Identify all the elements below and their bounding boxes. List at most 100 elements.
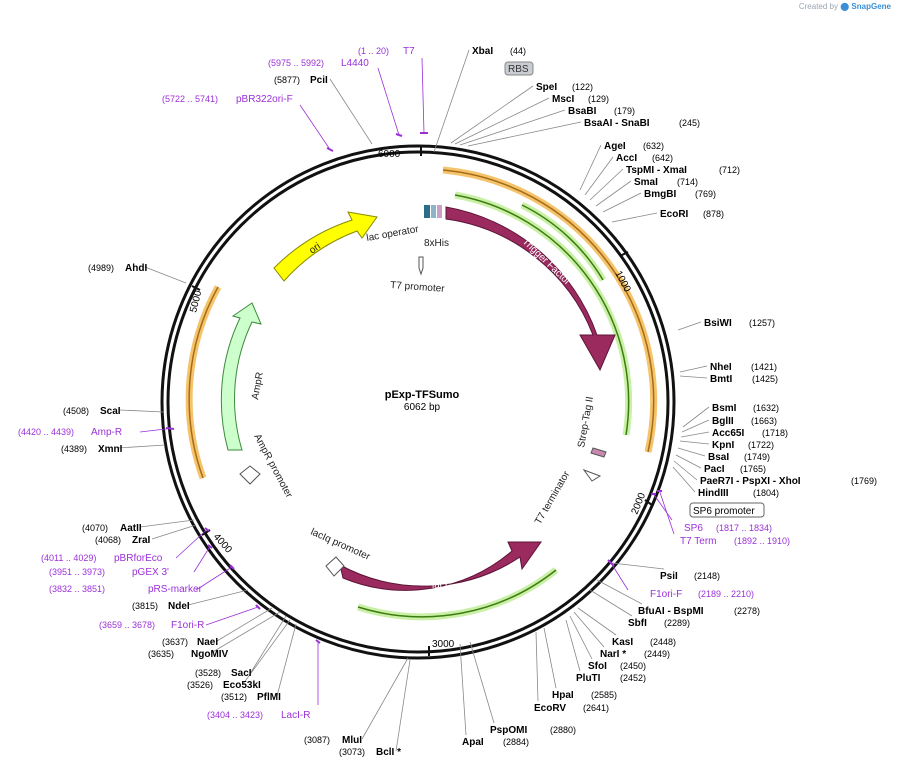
enzyme-label-13[interactable]: BmtI (710, 374, 732, 385)
enzyme-bottom-label-6[interactable]: PluTI (576, 673, 601, 684)
laciq-promoter-glyph[interactable] (325, 556, 345, 577)
enzyme-left-label-0[interactable]: PciI (310, 75, 328, 86)
primer-position-10: (1892 .. 1910) (734, 536, 790, 546)
enzyme-left-label-11[interactable]: PflMI (257, 692, 281, 703)
trigger-factor-arrow[interactable] (445, 206, 616, 372)
enzyme-label-18[interactable]: BsaI (708, 452, 729, 463)
enzyme-label-8[interactable]: SmaI (634, 177, 658, 188)
enzyme-left-label-13[interactable]: BclI * (376, 747, 401, 758)
enzyme-left-label-8[interactable]: NgoMIV (191, 649, 229, 660)
enzyme-label-12[interactable]: NheI (710, 362, 732, 373)
enzyme-left-label-10[interactable]: Eco53kI (223, 680, 261, 691)
enzyme-position-5: (632) (643, 141, 664, 151)
primer-label-6[interactable]: pRS-marker (148, 584, 203, 595)
enzyme-position-14: (1632) (753, 403, 779, 413)
enzyme-bottom-label-10[interactable]: ApaI (462, 737, 484, 748)
primer-label-7[interactable]: F1ori-R (171, 620, 204, 631)
enzyme-label-1[interactable]: SpeI (536, 82, 557, 93)
credit-brand: SnapGene (851, 2, 891, 11)
enzyme-bottom-label-0[interactable]: PsiI (660, 571, 678, 582)
primer-leader-9 (653, 493, 673, 521)
enzyme-bottom-label-8[interactable]: EcoRV (534, 703, 566, 714)
primer-label-4[interactable]: pBRforEco (114, 553, 163, 564)
enzyme-bottom-position-6: (2452) (620, 673, 646, 683)
t7-promoter-glyph[interactable] (418, 256, 424, 276)
enzyme-label-20[interactable]: PaeR7I - PspXI - XhoI (700, 476, 801, 487)
primer-position-3: (4420 .. 4439) (18, 427, 74, 437)
primer-leader-5 (193, 546, 211, 573)
enzyme-label-15[interactable]: BglII (712, 416, 734, 427)
enzyme-bottom-label-9[interactable]: PspOMI (490, 725, 527, 736)
primer-label-0[interactable]: T7 (403, 46, 415, 57)
enzyme-label-19[interactable]: PacI (704, 464, 725, 475)
primer-label-5[interactable]: pGEX 3' (132, 567, 169, 578)
enzyme-label-0[interactable]: XbaI (472, 46, 493, 57)
strep-tag-glyph[interactable] (590, 447, 607, 458)
lac-operator-box[interactable] (424, 205, 430, 218)
primer-label-11[interactable]: F1ori-F (650, 589, 682, 600)
enzyme-position-19: (1765) (740, 464, 766, 474)
enzyme-left-label-2[interactable]: ScaI (100, 406, 121, 417)
tick-label-5000: 5000 (188, 289, 204, 314)
t7-terminator-glyph[interactable] (582, 468, 602, 482)
enzyme-label-9[interactable]: BmgBI (644, 189, 676, 200)
enzyme-left-label-7[interactable]: NaeI (197, 637, 218, 648)
enzyme-position-9: (769) (695, 189, 716, 199)
enzyme-label-11[interactable]: BsiWI (704, 318, 732, 329)
enzyme-bottom-label-7[interactable]: HpaI (552, 690, 574, 701)
enzyme-left-label-5[interactable]: ZraI (132, 535, 151, 546)
enzyme-left-label-12[interactable]: MluI (342, 735, 362, 746)
enzyme-bottom-label-4[interactable]: NarI * (600, 649, 626, 660)
orange-arc-left-core (188, 286, 219, 479)
primer-label-2[interactable]: pBR322ori-F (236, 94, 293, 105)
enzyme-label-2[interactable]: MscI (552, 94, 574, 105)
enzyme-bottom-label-5[interactable]: SfoI (588, 661, 607, 672)
enzyme-label-3[interactable]: BsaBI (568, 106, 597, 117)
enzyme-position-21: (1804) (753, 488, 779, 498)
enzyme-left-label-3[interactable]: XmnI (98, 444, 123, 455)
primer-leader-6 (195, 566, 233, 591)
enzyme-label-16[interactable]: Acc65I (712, 428, 744, 439)
green-arc-3 (356, 567, 559, 621)
enzyme-label-10[interactable]: EcoRI (660, 209, 689, 220)
enzyme-label-4[interactable]: BsaAI - SnaBI (584, 118, 650, 129)
rbs-badge[interactable] (504, 61, 534, 76)
enzyme-left-label-1[interactable]: AhdI (125, 263, 147, 274)
laciq-promoter-label: lacIq promoter (309, 527, 372, 563)
laci-arrow[interactable] (339, 541, 542, 591)
sp6-promoter-badge[interactable] (689, 502, 765, 518)
primer-label-8[interactable]: LacI-R (281, 710, 310, 721)
primer-leader-1 (377, 67, 400, 136)
primer-position-6: (3832 .. 3851) (49, 584, 105, 594)
enzyme-bottom-label-2[interactable]: SbfI (628, 618, 647, 629)
enzyme-bottom-label-3[interactable]: KasI (612, 637, 633, 648)
enzyme-left-label-9[interactable]: SacI (231, 668, 252, 679)
enzyme-label-5[interactable]: AgeI (604, 141, 626, 152)
rbs-marker[interactable] (437, 205, 442, 218)
enzyme-label-14[interactable]: BsmI (712, 403, 737, 414)
enzyme-left-label-4[interactable]: AatII (120, 523, 142, 534)
enzyme-label-7[interactable]: TspMI - XmaI (626, 165, 687, 176)
enzyme-bottom-label-1[interactable]: BfuAI - BspMI (638, 606, 704, 617)
enzyme-position-0: (44) (510, 46, 526, 56)
ampr-promoter-glyph[interactable] (239, 465, 261, 485)
ori-arrow[interactable] (273, 211, 378, 282)
primer-label-9[interactable]: SP6 (684, 523, 703, 534)
primer-label-10[interactable]: T7 Term (680, 536, 717, 547)
enzyme-label-6[interactable]: AccI (616, 153, 637, 164)
enzyme-left-position-12: (3087) (304, 735, 330, 745)
lac-operator-label: lac operator (366, 224, 421, 244)
ampr-arrow[interactable] (220, 302, 262, 451)
backbone-inner (166, 150, 670, 654)
primer-position-1: (5975 .. 5992) (268, 58, 324, 68)
primer-markers (139, 57, 675, 705)
his-tag-box[interactable] (431, 205, 436, 218)
primer-label-1[interactable]: L4440 (341, 58, 369, 69)
enzyme-bottom-position-4: (2449) (644, 649, 670, 659)
enzyme-label-21[interactable]: HindIII (698, 488, 729, 499)
primer-label-3[interactable]: Amp-R (91, 427, 122, 438)
enzyme-label-17[interactable]: KpnI (712, 440, 734, 451)
enzyme-bottom-position-8: (2641) (583, 703, 609, 713)
enzyme-left-label-6[interactable]: NdeI (168, 601, 190, 612)
enzyme-bottom-position-7: (2585) (591, 690, 617, 700)
